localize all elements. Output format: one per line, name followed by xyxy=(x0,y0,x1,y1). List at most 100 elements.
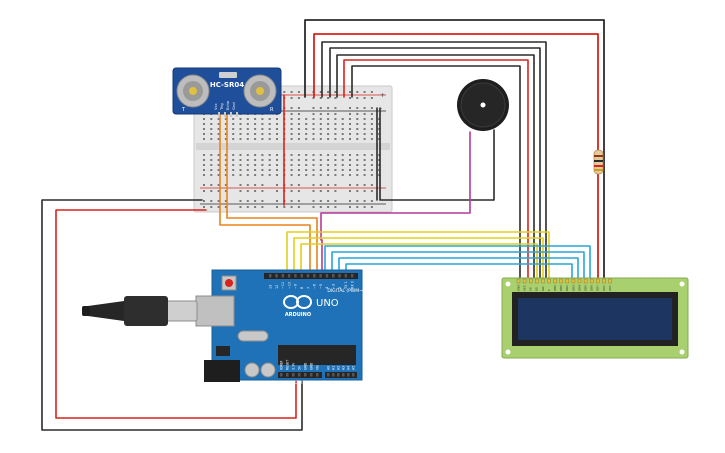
breadboard-hole xyxy=(217,200,220,202)
breadboard-hole xyxy=(349,91,351,93)
breadboard-hole xyxy=(305,169,308,171)
breadboard-hole xyxy=(246,133,249,135)
breadboard-hole xyxy=(312,138,315,140)
breadboard-hole xyxy=(276,159,278,161)
breadboard-hole xyxy=(319,107,322,109)
usb-port xyxy=(195,295,235,327)
power-pin xyxy=(292,373,295,377)
lcd-pin xyxy=(529,278,533,284)
breadboard-hole xyxy=(363,190,366,192)
arduino-logo: ARDUINO xyxy=(283,295,312,318)
lcd-pin-label: DB2 xyxy=(565,285,569,291)
breadboard-hole xyxy=(297,190,300,192)
breadboard-hole xyxy=(224,206,227,208)
digital-pin xyxy=(287,274,291,278)
digital-pin-label: 12 xyxy=(275,285,279,289)
breadboard-hole xyxy=(334,133,337,135)
breadboard-hole xyxy=(254,200,257,202)
wires xyxy=(41,19,605,431)
breadboard-hole xyxy=(268,159,271,161)
sensor-pin-label: Gnd xyxy=(231,102,236,110)
breadboard-hole xyxy=(261,200,264,202)
breadboard-hole xyxy=(370,184,373,186)
breadboard-hole xyxy=(290,113,293,115)
analog-pin-label: A4 xyxy=(347,366,351,370)
breadboard-hole xyxy=(319,159,322,161)
breadboard-hole xyxy=(327,133,330,135)
breadboard-hole xyxy=(305,159,308,161)
sensor-pin xyxy=(218,112,220,117)
digital-pin xyxy=(300,274,303,278)
sensor-pin xyxy=(236,112,238,117)
breadboard-hole xyxy=(246,184,249,186)
breadboard-hole xyxy=(356,91,359,93)
breadboard-hole xyxy=(217,123,220,125)
breadboard-hole xyxy=(297,154,300,156)
breadboard-hole xyxy=(341,169,344,171)
breadboard-hole xyxy=(246,190,249,192)
breadboard-hole xyxy=(290,107,293,109)
lcd-pin xyxy=(590,278,594,284)
breadboard-hole xyxy=(349,169,351,171)
breadboard-hole xyxy=(232,118,235,120)
breadboard-hole xyxy=(210,123,213,125)
lcd-pin-label: DB1 xyxy=(559,285,563,291)
breadboard-hole xyxy=(370,133,373,135)
breadboard-hole xyxy=(363,118,366,120)
breadboard-hole xyxy=(363,97,366,99)
breadboard-hole xyxy=(254,128,257,130)
breadboard-hole xyxy=(210,174,213,176)
analog-header xyxy=(325,372,357,378)
breadboard-hole xyxy=(261,164,264,166)
breadboard-hole xyxy=(254,118,257,120)
breadboard-hole xyxy=(341,123,344,125)
breadboard-hole xyxy=(239,174,242,176)
breadboard-hole xyxy=(210,133,213,135)
breadboard-hole xyxy=(297,91,300,93)
breadboard-hole xyxy=(217,206,220,208)
breadboard-hole xyxy=(283,206,286,208)
breadboard-hole xyxy=(290,169,293,171)
breadboard-hole xyxy=(261,128,264,130)
breadboard-hole xyxy=(232,159,235,161)
breadboard-hole xyxy=(203,128,205,130)
breadboard-hole xyxy=(276,190,278,192)
breadboard-hole xyxy=(319,184,322,186)
digital-pin-label: ~10 xyxy=(287,282,291,289)
breadboard-hole xyxy=(232,123,235,125)
lcd-pin xyxy=(583,278,588,284)
breadboard-hole xyxy=(203,133,205,135)
breadboard-hole xyxy=(268,169,271,171)
breadboard-hole xyxy=(268,128,271,130)
breadboard-hole xyxy=(319,164,322,166)
breadboard-hole xyxy=(246,174,249,176)
breadboard-hole xyxy=(334,164,337,166)
wire-blue-1 xyxy=(324,245,591,281)
breadboard-hole xyxy=(232,138,235,140)
breadboard-hole xyxy=(327,164,330,166)
breadboard-hole xyxy=(297,164,300,166)
breadboard-hole xyxy=(297,174,300,176)
breadboard-hole xyxy=(224,174,227,176)
wire-orange-2 xyxy=(226,114,318,276)
breadboard-hole xyxy=(203,159,205,161)
breadboard-hole xyxy=(305,174,308,176)
breadboard-hole xyxy=(370,174,373,176)
breadboard-hole xyxy=(370,154,373,156)
lcd-pin-label: RW xyxy=(541,286,545,291)
breadboard-hole xyxy=(305,123,308,125)
lcd-pin-label: DB4 xyxy=(577,285,581,291)
breadboard-hole xyxy=(246,200,249,202)
breadboard-hole xyxy=(224,123,227,125)
breadboard-hole xyxy=(254,164,257,166)
breadboard-hole xyxy=(349,113,351,115)
power-pin-label: 3.3V xyxy=(292,362,296,370)
power-pin-label: 5V xyxy=(298,365,302,370)
lcd-pin xyxy=(553,278,557,284)
lcd-pin-label: DB5 xyxy=(584,285,588,291)
breadboard-hole xyxy=(341,133,344,135)
analog-label: ANALOG IN xyxy=(329,380,354,386)
